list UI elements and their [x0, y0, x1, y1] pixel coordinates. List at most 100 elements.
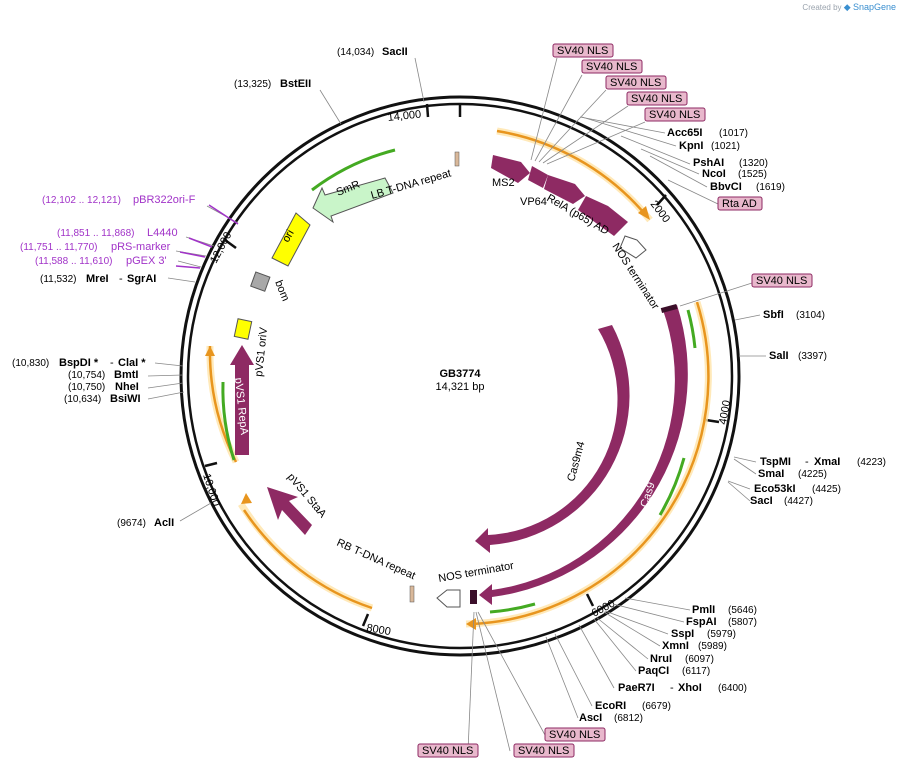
site-tspmi[interactable]: TspMI - XmaI (4223): [760, 456, 886, 468]
site-paqci[interactable]: PaqCI (6117): [638, 665, 710, 677]
site-ecori[interactable]: EcoRI (6679): [595, 700, 671, 712]
primer-pgex-3[interactable]: (11,588 .. 11,610) pGEX 3': [35, 255, 167, 267]
ruler-4000: 4000: [717, 399, 733, 425]
badge-bottom-0-text: SV40 NLS: [549, 729, 600, 741]
badge-top-2-text: SV40 NLS: [610, 77, 661, 89]
site-nhei[interactable]: (10,750) NheI: [68, 381, 139, 393]
primer-3-pos: (11,588 .. 11,610): [35, 256, 112, 267]
badge-top-0[interactable]: SV40 NLS: [552, 43, 614, 58]
nos-terminator-2[interactable]: [436, 589, 461, 608]
site-kpni[interactable]: KpnI (1021): [679, 140, 740, 152]
ruler-14000: 14,000: [387, 109, 422, 124]
bom-feature[interactable]: [250, 271, 271, 292]
primer-2-pos: (11,751 .. 11,770): [20, 242, 97, 253]
site-mrei[interactable]: (11,532) MreI - SgrAI: [40, 273, 156, 285]
pshai-name: PshAI: [693, 157, 724, 169]
mrei-name: MreI: [86, 273, 109, 285]
mrei-sep: -: [119, 273, 123, 285]
credit-prefix: Created by: [802, 3, 842, 12]
badge-top-3[interactable]: SV40 NLS: [626, 91, 688, 106]
site-nrui[interactable]: NruI (6097): [650, 653, 714, 665]
snapgene-credit: Created by ◆ SnapGene: [802, 2, 896, 13]
sali-pos: (3397): [798, 351, 827, 362]
smai-name: SmaI: [758, 468, 784, 480]
kpni-pos: (1021): [711, 141, 740, 152]
site-bsiwi[interactable]: (10,634) BsiWI: [64, 393, 141, 405]
nhei-pos: (10,750): [68, 382, 105, 393]
eco53ki-pos: (4425): [812, 484, 841, 495]
site-bspdi[interactable]: (10,830) BspDI * - ClaI *: [12, 357, 146, 369]
pvs1-oriv-feature[interactable]: [233, 318, 253, 340]
site-acc65i[interactable]: Acc65I (1017): [667, 127, 748, 139]
site-sbfi[interactable]: SbfI (3104): [763, 309, 825, 321]
nrui-name: NruI: [650, 653, 672, 665]
sites-left: (14,034) SacII (13,325) BstEII (11,532) …: [12, 46, 408, 529]
badge-top-1[interactable]: SV40 NLS: [581, 59, 643, 74]
fspai-pos: (5807): [728, 617, 757, 628]
pvs1-repa-feature[interactable]: [230, 345, 254, 455]
site-sspi[interactable]: SspI (5979): [671, 628, 736, 640]
site-fspai[interactable]: FspAI (5807): [686, 616, 757, 628]
badge-rta-text: Rta AD: [722, 198, 757, 210]
site-pshai[interactable]: PshAI (1320): [693, 157, 768, 169]
ori-feature[interactable]: [271, 212, 311, 267]
site-eco53ki[interactable]: Eco53kI (4425): [754, 483, 841, 495]
site-xmni[interactable]: XmnI (5989): [662, 640, 727, 652]
badge-mid[interactable]: SV40 NLS: [751, 273, 813, 288]
badge-bottom-0[interactable]: SV40 NLS: [544, 727, 606, 742]
sspi-pos: (5979): [707, 629, 736, 640]
feature-shapes: [230, 151, 688, 608]
site-saci[interactable]: SacI (4427): [750, 495, 813, 507]
site-bmti[interactable]: (10,754) BmtI: [68, 369, 138, 381]
primer-l4440[interactable]: (11,851 .. 11,868) L4440: [57, 227, 178, 239]
site-smai[interactable]: SmaI (4225): [758, 468, 827, 480]
badge-bottom-2[interactable]: SV40 NLS: [417, 743, 479, 758]
badge-bottom-1[interactable]: SV40 NLS: [513, 743, 575, 758]
site-sali[interactable]: SalI (3397): [769, 350, 827, 362]
eco53ki-name: Eco53kI: [754, 483, 796, 495]
ori-label: ori: [280, 228, 297, 245]
nos-terminator-1[interactable]: [619, 235, 647, 259]
pvs1-staa-feature[interactable]: [267, 487, 312, 535]
bmti-pos: (10,754): [68, 370, 105, 381]
site-pmli[interactable]: PmlI (5646): [692, 604, 757, 616]
primer-pbr322ori-f[interactable]: (12,102 .. 12,121) pBR322ori-F: [42, 194, 196, 206]
acc65i-pos: (1017): [719, 128, 748, 139]
saci-name: SacI: [750, 495, 773, 507]
nrui-pos: (6097): [685, 654, 714, 665]
ms2-label: MS2: [492, 177, 515, 189]
clai-name: ClaI *: [118, 357, 146, 369]
sv40-nls-bottom-mark: [470, 590, 477, 604]
ms2-feature[interactable]: [491, 155, 530, 183]
site-ncoi[interactable]: NcoI (1525): [702, 168, 767, 180]
site-paer7i[interactable]: PaeR7I - XhoI (6400): [618, 682, 747, 694]
smai-pos: (4225): [798, 469, 827, 480]
kpni-name: KpnI: [679, 140, 703, 152]
badge-bottom-1-text: SV40 NLS: [518, 745, 569, 757]
vp64-feature[interactable]: [528, 166, 548, 188]
primer-3-name: pGEX 3': [126, 255, 167, 267]
badge-bottom-2-text: SV40 NLS: [422, 745, 473, 757]
sv40-segment[interactable]: [578, 196, 628, 236]
smr-feature[interactable]: [312, 177, 394, 224]
bspdi-sep: -: [110, 357, 114, 369]
lb-repeat-mark: [454, 151, 460, 167]
pshai-pos: (1320): [739, 158, 768, 169]
primer-prs-marker[interactable]: (11,751 .. 11,770) pRS-marker: [20, 241, 171, 253]
site-bbvci[interactable]: BbvCI (1619): [710, 181, 785, 193]
cas9m4-feature[interactable]: [475, 325, 630, 553]
sv40-nls-mid-mark: [660, 303, 678, 313]
site-acli[interactable]: (9674) AclI: [117, 517, 174, 529]
ecori-name: EcoRI: [595, 700, 626, 712]
snapgene-logo-icon: ◆: [843, 2, 851, 12]
site-bsteii[interactable]: (13,325) BstEII: [234, 78, 311, 90]
badge-top-2[interactable]: SV40 NLS: [605, 75, 667, 90]
badge-top-4[interactable]: SV40 NLS: [644, 107, 706, 122]
ncoi-pos: (1525): [738, 169, 767, 180]
nhei-name: NheI: [115, 381, 139, 393]
rela-feature[interactable]: [544, 175, 585, 204]
site-asci[interactable]: AscI (6812): [579, 712, 643, 724]
site-sacii[interactable]: (14,034) SacII: [337, 46, 408, 58]
badge-rta-ad[interactable]: Rta AD: [717, 196, 763, 211]
